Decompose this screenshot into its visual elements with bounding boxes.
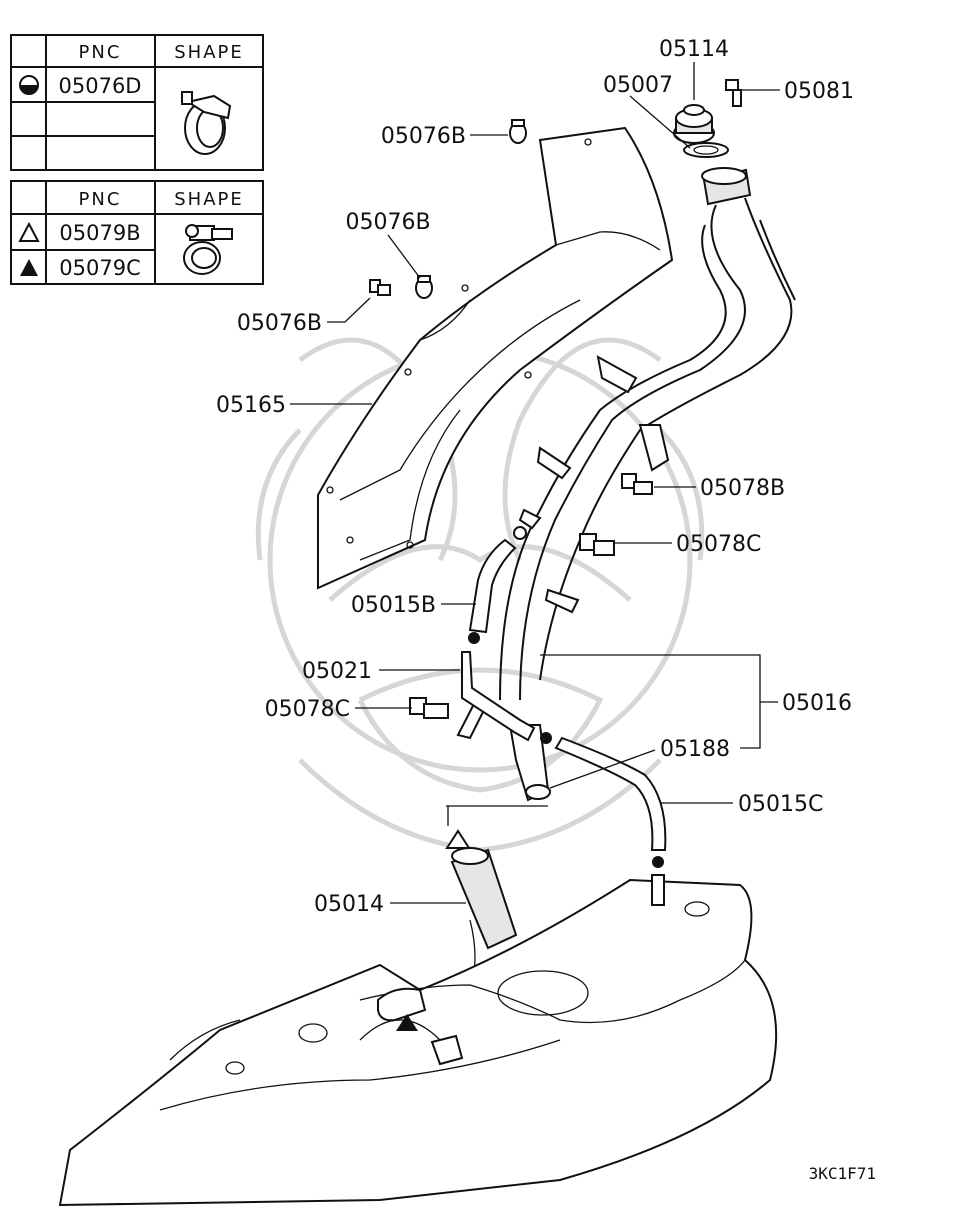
bolt-05078B [621, 473, 653, 495]
half-filled-circle-icon [19, 75, 39, 95]
legend2-header-shape: SHAPE [174, 189, 244, 210]
clamp-05188-icon [540, 732, 552, 744]
callout-05015B: 05015B [351, 593, 436, 618]
legend2-header-pnc: PNC [79, 189, 122, 210]
callout-05007: 05007 [603, 73, 673, 98]
callout-05016: 05016 [782, 691, 852, 716]
callout-05114: 05114 [659, 37, 729, 62]
legend-pnc-05079B: 05079B [59, 221, 140, 245]
callout-05078C-right: 05078C [676, 532, 761, 557]
diagram-code: 3KC1F71 [809, 1164, 876, 1183]
bolt-clamp-shape-icon [183, 224, 233, 275]
fuel-tank [58, 874, 778, 1207]
legend-pnc-05079C: 05079C [59, 256, 140, 280]
filler-cap-05114 [673, 104, 715, 144]
callout-05014: 05014 [314, 892, 384, 917]
callout-05188: 05188 [660, 737, 730, 762]
callout-05165: 05165 [216, 393, 286, 418]
tank-filler-triangle-icon [396, 1014, 418, 1031]
filled-triangle-icon [20, 259, 38, 276]
pipe-05021 [461, 651, 536, 742]
hose-05014-triangle-icon [445, 829, 471, 849]
clip-05076B-mid [415, 275, 433, 299]
callout-05076B-top: 05076B [381, 124, 466, 149]
screw-05081 [725, 79, 742, 107]
legend-header-pnc: PNC [79, 42, 122, 63]
legend-header-shape: SHAPE [174, 42, 244, 63]
callout-05078B: 05078B [700, 476, 785, 501]
bolt-05078C-left [409, 697, 449, 719]
filler-pipe-05016 [499, 167, 796, 802]
filler-panel-05165 [317, 126, 674, 590]
callout-05076B-mid: 05076B [345, 210, 430, 235]
legend-pnc-05076D: 05076D [59, 74, 142, 98]
callout-05081: 05081 [784, 79, 854, 104]
legend-table-bolt: PNC SHAPE 05079B 05079C [10, 180, 264, 285]
bolt-05078C-right [579, 533, 615, 556]
callout-05078C-left: 05078C [265, 697, 350, 722]
callout-05076B-left: 05076B [237, 311, 322, 336]
hose-05015B [468, 526, 527, 644]
clip-05076B-left [369, 279, 391, 296]
clamp-05076D-icon [468, 632, 480, 644]
legend-table-clamp: PNC SHAPE 05076D [10, 34, 264, 171]
clip-05076B-top [509, 119, 527, 144]
leader-lines [290, 62, 780, 904]
callout-05015C: 05015C [738, 792, 823, 817]
callout-05021: 05021 [302, 659, 372, 684]
open-triangle-icon [18, 221, 40, 242]
hose-clamp-shape-icon [181, 91, 232, 155]
callout-labels: 05114 05007 05081 05076B 05076B 05076B 0… [216, 37, 876, 1183]
gasket-05007 [683, 142, 729, 158]
